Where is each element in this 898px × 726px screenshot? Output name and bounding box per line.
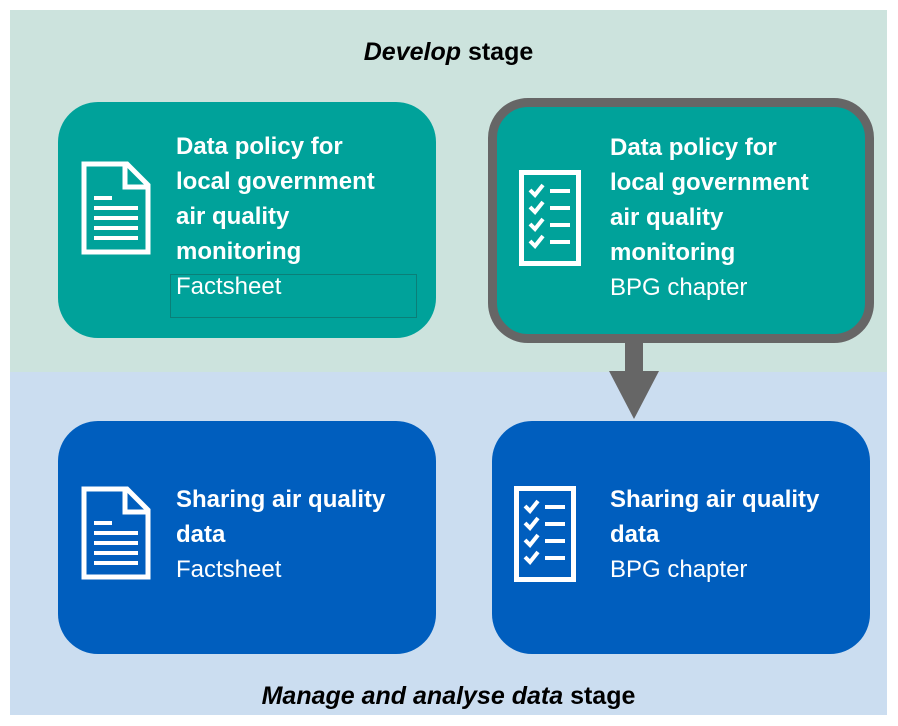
card-title-line: Sharing air quality (176, 486, 386, 513)
card-title-line: air quality (176, 203, 290, 230)
document-icon (81, 161, 151, 260)
card-title-line: Data policy for (176, 133, 343, 160)
card-data-policy-factsheet[interactable]: Data policy for local government air qua… (58, 102, 436, 338)
card-subtitle: BPG chapter (610, 556, 748, 583)
card-subtitle: Factsheet (176, 273, 282, 300)
card-title-line: data (610, 521, 660, 548)
card-title-line: Data policy for (610, 134, 777, 161)
card-title-line: data (176, 521, 226, 548)
manage-stage-title: Manage and analyse data stage (261, 682, 636, 710)
card-subtitle: Factsheet (176, 556, 282, 583)
checklist-icon (514, 486, 576, 587)
document-icon (81, 486, 151, 585)
down-arrow-icon (609, 341, 659, 419)
card-title-line: air quality (610, 204, 724, 231)
card-data-policy-bpg-chapter[interactable]: Data policy for local government air qua… (488, 98, 874, 343)
card-title-line: monitoring (176, 238, 302, 265)
card-title-line: local government (610, 169, 809, 196)
checklist-icon (519, 170, 581, 271)
card-title-line: monitoring (610, 239, 736, 266)
card-sharing-data-bpg-chapter[interactable]: Sharing air quality data BPG chapter (492, 421, 870, 654)
card-title-line: local government (176, 168, 375, 195)
card-subtitle: BPG chapter (610, 274, 748, 301)
subtitle-frame (170, 274, 417, 318)
card-sharing-data-factsheet[interactable]: Sharing air quality data Factsheet (58, 421, 436, 654)
card-title-line: Sharing air quality (610, 486, 820, 513)
develop-stage-title: Develop stage (363, 38, 534, 66)
